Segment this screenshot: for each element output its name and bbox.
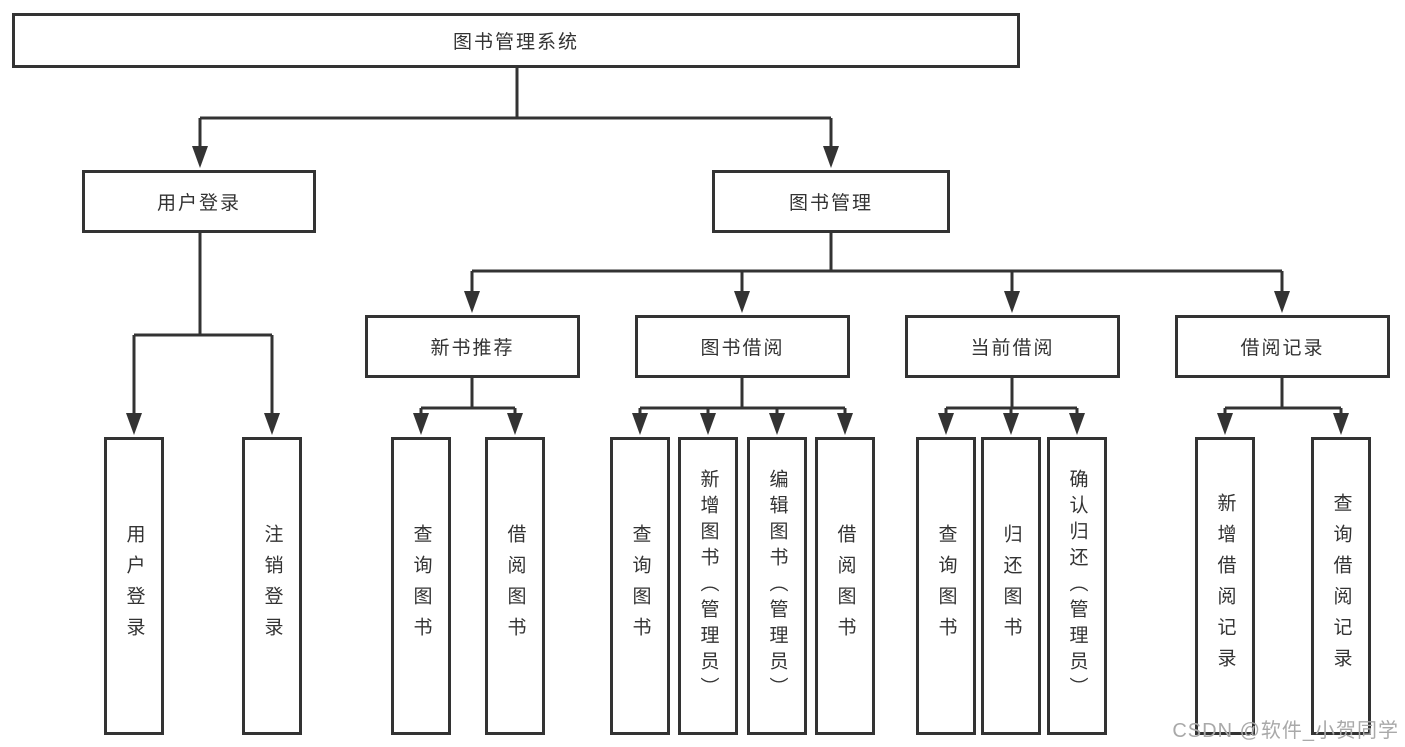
node-add-borrow-record: 新增借阅记录	[1195, 437, 1255, 735]
node-edit-books-admin: 编辑图书（管理员）	[747, 437, 807, 735]
node-borrow-books-borrowing: 借阅图书	[815, 437, 875, 735]
node-query-books-current: 查询图书	[916, 437, 976, 735]
node-return-books: 归还图书	[981, 437, 1041, 735]
node-borrow-books-recommend: 借阅图书	[485, 437, 545, 735]
node-root: 图书管理系统	[12, 13, 1020, 68]
node-query-books-recommend: 查询图书	[391, 437, 451, 735]
node-book-management: 图书管理	[712, 170, 950, 233]
node-user-login: 用户登录	[82, 170, 316, 233]
node-borrowing-records: 借阅记录	[1175, 315, 1390, 378]
node-new-book-recommend: 新书推荐	[365, 315, 580, 378]
node-add-books-admin: 新增图书（管理员）	[678, 437, 738, 735]
node-confirm-return-admin: 确认归还（管理员）	[1047, 437, 1107, 735]
arrowheads	[126, 146, 1349, 435]
node-query-borrow-record: 查询借阅记录	[1311, 437, 1371, 735]
node-login-action: 用户登录	[104, 437, 164, 735]
node-query-books-borrowing: 查询图书	[610, 437, 670, 735]
node-logout-action: 注销登录	[242, 437, 302, 735]
watermark: CSDN @软件_小贺同学	[1172, 720, 1399, 742]
node-book-borrowing: 图书借阅	[635, 315, 850, 378]
node-current-borrowing: 当前借阅	[905, 315, 1120, 378]
